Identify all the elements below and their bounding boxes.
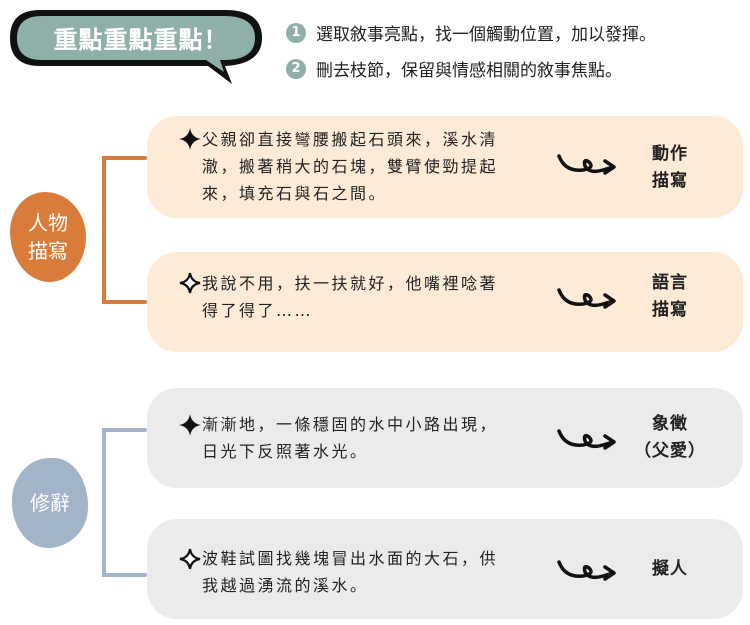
item-text-1: 父親卻直接彎腰搬起石頭來，溪水清 澈，搬著稍大的石塊，雙臂使勁提起 來，填充石與… xyxy=(202,130,499,203)
sparkle-outline-icon xyxy=(179,548,201,570)
curly-arrow-icon xyxy=(557,154,616,175)
category-label: 人物 xyxy=(28,211,68,235)
item-box-3 xyxy=(147,388,743,488)
item-tag-3: 象徵 （父愛） xyxy=(634,414,706,461)
category-rhetoric: 修辭 xyxy=(12,458,88,548)
item-tag-1: 動作 描寫 xyxy=(652,144,688,191)
curly-arrow-icon xyxy=(557,288,616,309)
item-text-4: 波鞋試圖找幾塊冒出水面的大石，供 我越過湧流的溪水。 xyxy=(202,549,499,595)
category-label: 描寫 xyxy=(28,239,68,263)
step-2: 2 刪去枝節，保留與情感相關的敘事焦點。 xyxy=(286,56,622,81)
category-label: 修辭 xyxy=(30,491,70,515)
title-bubble xyxy=(10,10,262,84)
sparkle-icon xyxy=(179,414,201,436)
item-box-4 xyxy=(147,519,743,619)
curly-arrow-icon xyxy=(557,429,616,450)
item-text-3: 漸漸地，一條穩固的水中小路出現， 日光下反照著水光。 xyxy=(202,415,499,461)
item-tag-4: 擬人 xyxy=(652,559,688,579)
step-text: 刪去枝節，保留與情感相關的敘事焦點。 xyxy=(316,61,622,81)
step-number: 1 xyxy=(286,22,306,43)
category-character: 人物 描寫 xyxy=(10,192,86,282)
step-number: 2 xyxy=(286,58,306,79)
sparkle-outline-icon xyxy=(179,272,201,294)
item-tag-2: 語言 描寫 xyxy=(652,273,688,320)
bubble-title: 重點重點重點！ xyxy=(53,25,229,54)
sparkle-icon xyxy=(179,128,201,150)
step-1: 1 選取敘事亮點，找一個觸動位置，加以發揮。 xyxy=(286,20,656,45)
item-box-2 xyxy=(147,252,743,352)
step-text: 選取敘事亮點，找一個觸動位置，加以發揮。 xyxy=(316,25,656,45)
item-box-1 xyxy=(147,116,743,218)
curly-arrow-icon xyxy=(557,560,616,581)
item-text-2: 我說不用，扶一扶就好，他嘴裡唸著 得了得了…… xyxy=(202,274,499,320)
